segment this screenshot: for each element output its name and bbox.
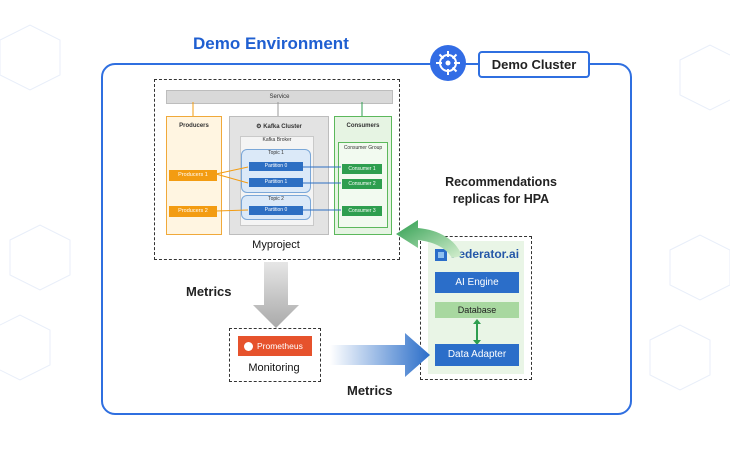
federator-logo-icon: [435, 249, 447, 261]
producer-1: Producers 1: [169, 170, 217, 181]
prometheus-flame-icon: [244, 342, 253, 352]
consumer-group: Consumer Group Consumer 1 Consumer 2 Con…: [338, 142, 388, 228]
topic-2-partition-0: Partition 0: [249, 206, 303, 215]
diagram-title: Demo Environment: [193, 34, 349, 53]
metrics-arrow-right: [330, 333, 430, 377]
ai-engine-block: AI Engine: [435, 272, 519, 293]
consumer-2: Consumer 2: [342, 179, 382, 189]
kubernetes-helm-icon: [430, 45, 466, 81]
producers-title: Producers: [179, 123, 209, 129]
prometheus-label: Prometheus: [257, 341, 303, 351]
consumers-title: Consumers: [346, 123, 380, 129]
metrics-arrow-down: [253, 262, 299, 328]
metrics-label-left: Metrics: [186, 284, 232, 299]
monitoring-label: Monitoring: [248, 362, 300, 374]
kafka-icon: ⚙: [256, 124, 262, 130]
producer-2: Producers 2: [169, 206, 217, 217]
demo-environment-frame: [101, 63, 632, 415]
topic-1-partition-0: Partition 0: [249, 162, 303, 171]
topic-2: Topic 2 Partition 0: [241, 195, 311, 220]
database-adapter-double-arrow: [473, 319, 481, 345]
myproject-label: Myproject: [252, 239, 300, 251]
demo-cluster-label: Demo Cluster: [478, 51, 590, 78]
metrics-label-bottom: Metrics: [347, 383, 393, 398]
recommendations-label: Recommendations replicas for HPA: [445, 175, 557, 206]
kafka-cluster-title: ⚙ Kafka Cluster: [230, 123, 328, 130]
kafka-broker-title: Kafka Broker: [262, 137, 292, 143]
topic-1-partition-1: Partition 1: [249, 178, 303, 187]
service-bar: Service: [166, 90, 393, 104]
prometheus-block: Prometheus: [238, 336, 312, 356]
consumer-1: Consumer 1: [342, 164, 382, 174]
producer1-to-partition1: [215, 173, 249, 184]
topic-1-title: Topic 1: [268, 150, 284, 156]
producer1-to-partition0: [215, 166, 249, 175]
consumer-group-title: Consumer Group: [343, 145, 383, 151]
consumer-3: Consumer 3: [342, 206, 382, 216]
federator-name: Federator.ai: [451, 247, 520, 261]
topic-2-title: Topic 2: [268, 196, 284, 202]
recommendation-arrow: [396, 220, 462, 258]
topic-1: Topic 1 Partition 0 Partition 1: [241, 149, 311, 193]
kafka-cluster-label: Kafka Cluster: [263, 124, 302, 130]
producer2-to-topic2: [215, 209, 249, 212]
database-block: Database: [435, 302, 519, 318]
data-adapter-block: Data Adapter: [435, 344, 519, 366]
